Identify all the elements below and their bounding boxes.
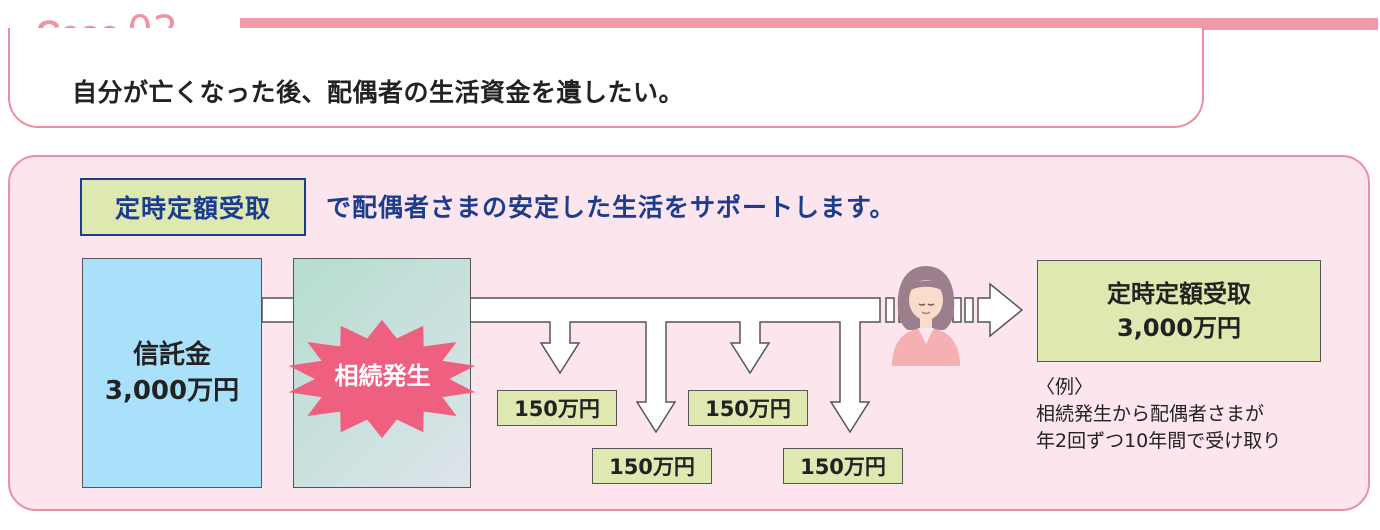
lead-text: で配偶者さまの安定した生活をサポートします。 <box>326 193 896 222</box>
result-label: 定時定額受取 <box>1107 280 1251 308</box>
result-box: 定時定額受取 3,000万円 <box>1037 260 1321 362</box>
payment-box: 150万円 <box>688 390 808 426</box>
woman-avatar-icon <box>892 266 960 366</box>
payment-box: 150万円 <box>497 390 617 426</box>
note-line: 相続発生から配偶者さまが <box>1036 403 1265 425</box>
event-label: 相続発生 <box>334 362 431 390</box>
payment-box: 150万円 <box>592 448 712 484</box>
starburst-icon <box>288 319 476 439</box>
result-arrow <box>977 282 1024 338</box>
flow-segment <box>964 297 974 323</box>
note-line: 年2回ずつ10年間で受け取り <box>1036 430 1282 452</box>
payment-box: 150万円 <box>783 448 903 484</box>
example-note: 〈例〉 相続発生から配偶者さまが 年2回ずつ10年間で受け取り <box>1036 374 1281 455</box>
trust-label: 信託金 <box>132 340 211 370</box>
trust-amount: 3,000万円 <box>104 376 240 406</box>
note-title: 〈例〉 <box>1036 376 1094 398</box>
result-amount: 3,000万円 <box>1117 314 1241 342</box>
header-divider <box>240 18 1378 30</box>
trust-box: 信託金 3,000万円 <box>82 258 262 488</box>
question-box <box>8 28 1204 128</box>
flow-segment <box>885 297 895 323</box>
feature-badge: 定時定額受取 <box>80 178 306 236</box>
question-text: 自分が亡くなった後、配偶者の生活資金を遺したい。 <box>72 78 685 107</box>
